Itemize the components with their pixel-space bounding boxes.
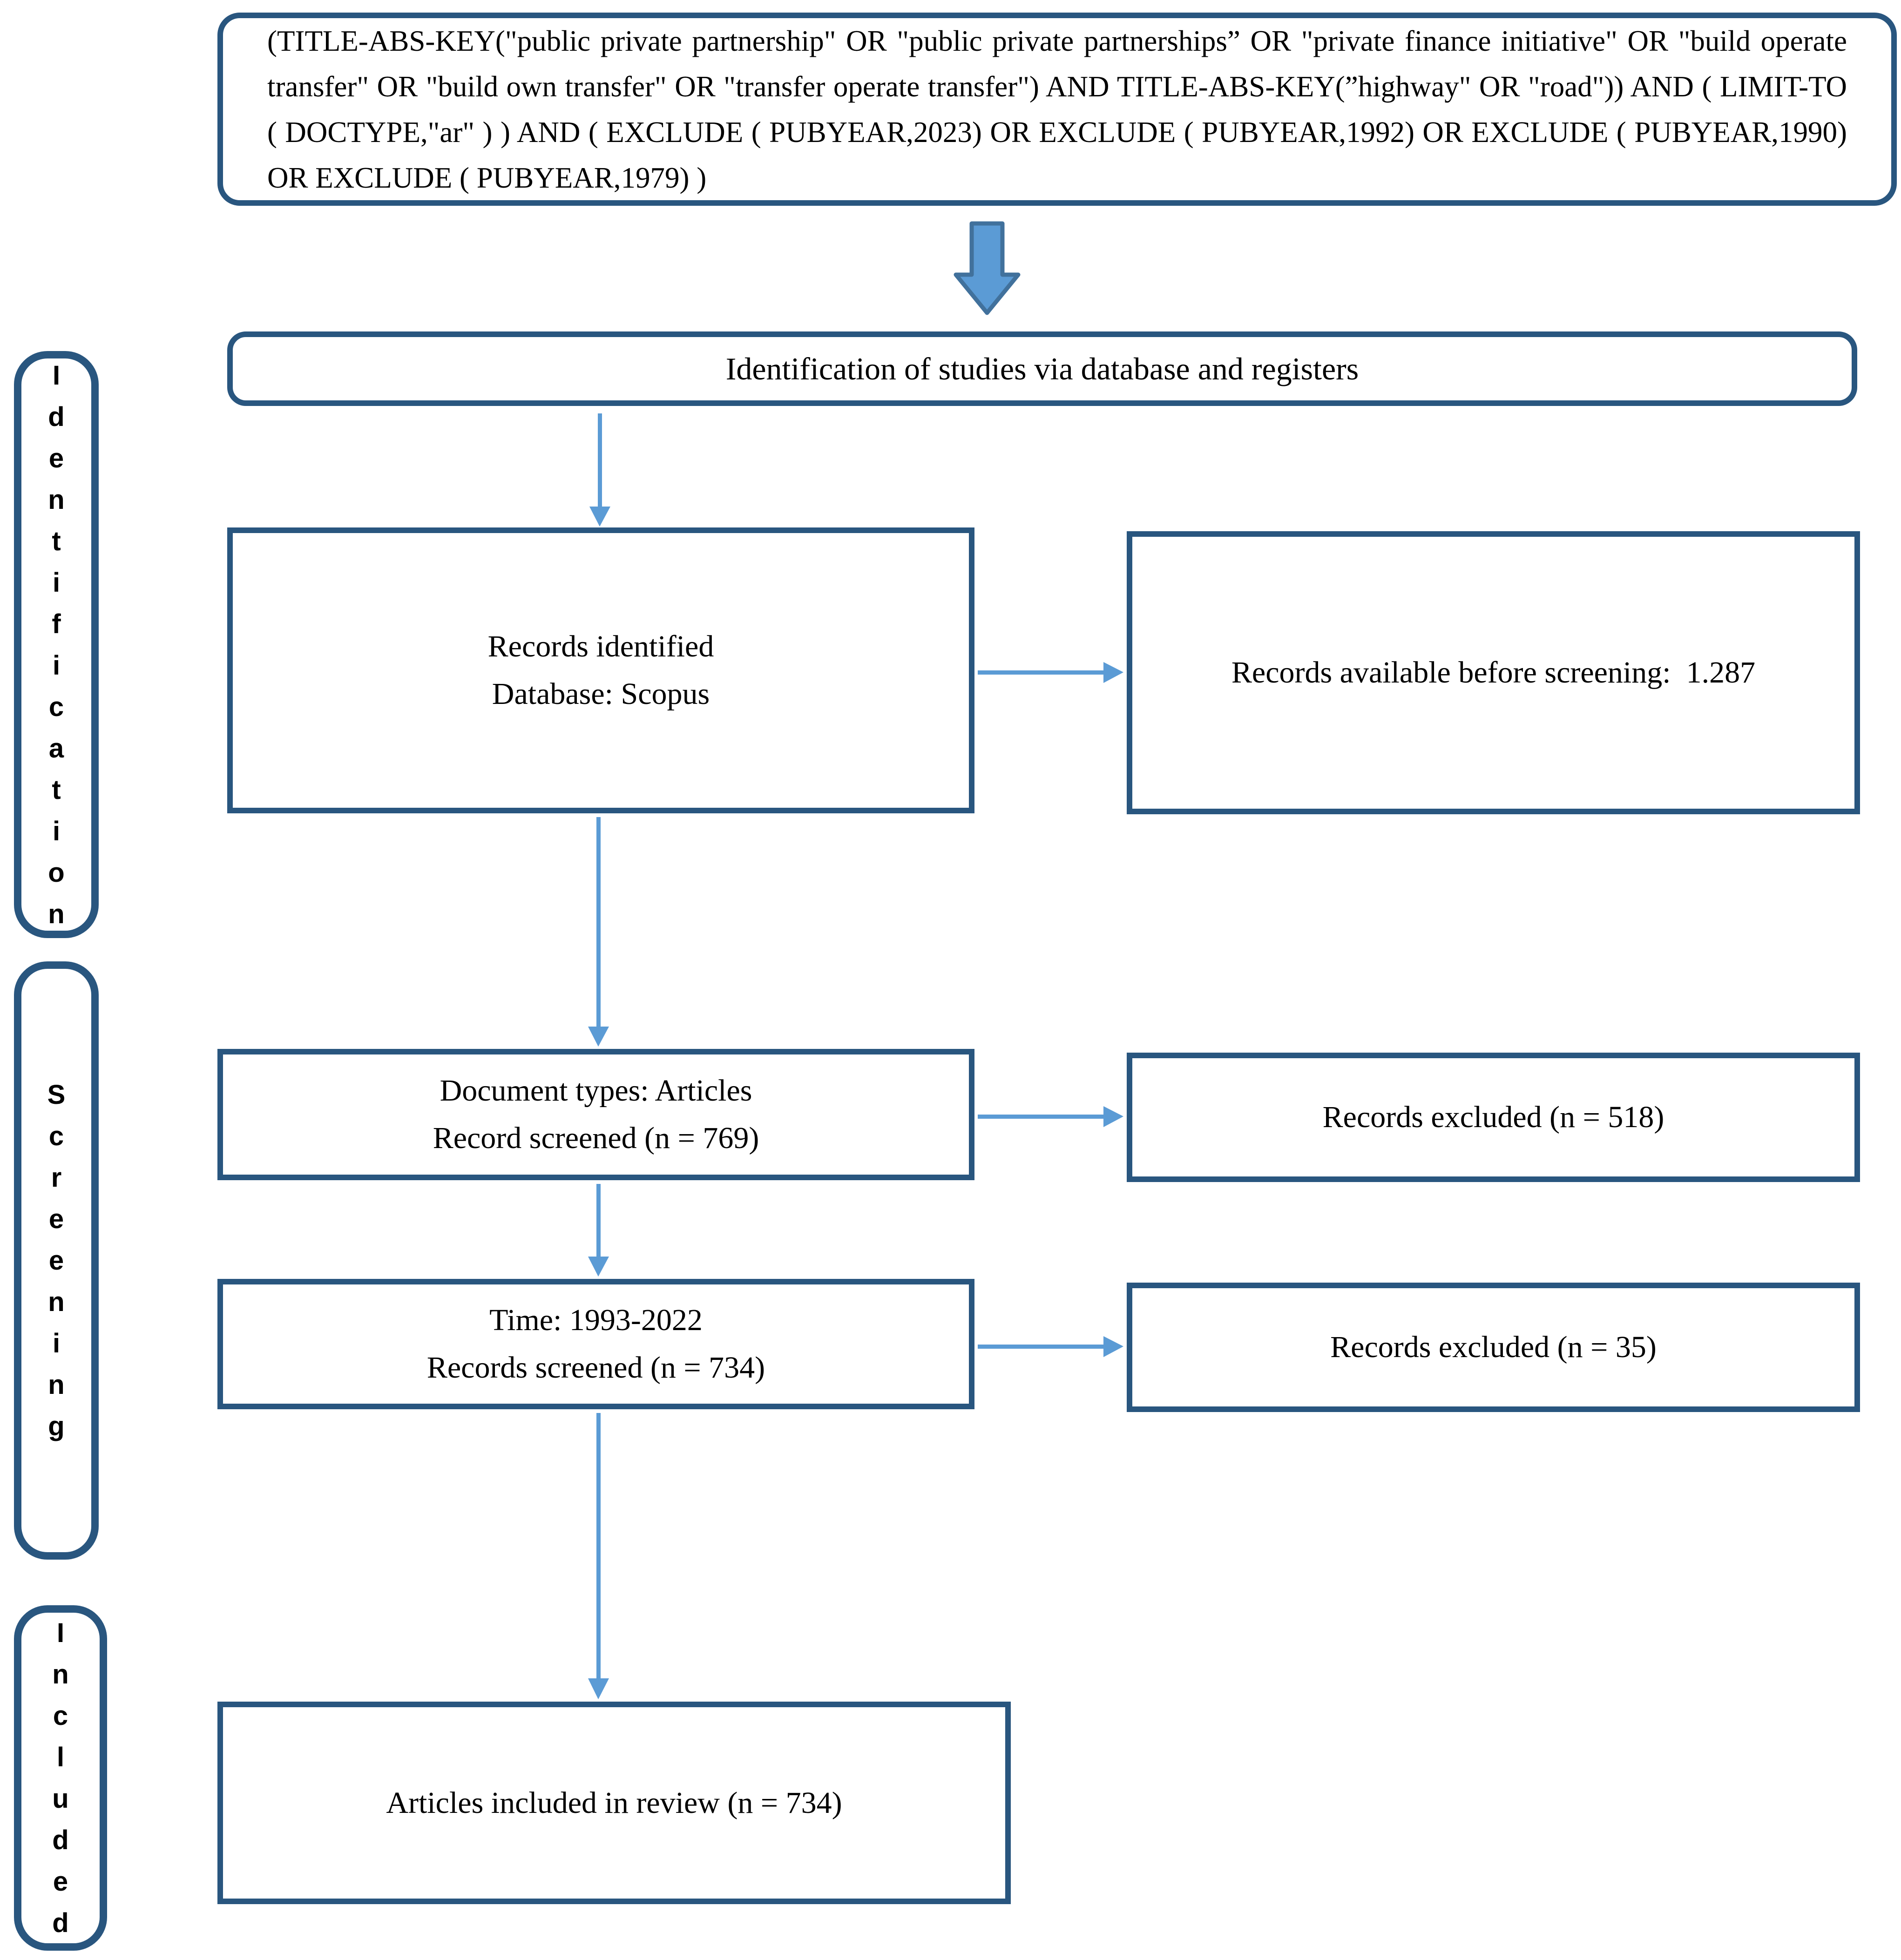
time-range-box: Time: 1993-2022 Records screened (n = 73… [217, 1279, 974, 1409]
stage-label-text: I d e n t i f i c a t i o n [48, 360, 65, 929]
box-line: Document types: Articles [440, 1074, 752, 1108]
stage-label-identification: I d e n t i f i c a t i o n [14, 351, 99, 938]
box-line: Records available before screening: 1.28… [1231, 656, 1756, 689]
box-line: Articles included in review (n = 734) [386, 1785, 842, 1820]
arrow-time-to-included-icon [588, 1413, 609, 1699]
arrow-header-to-records-icon [589, 413, 610, 527]
records-identified-box: Records identified Database: Scopus [227, 527, 974, 813]
box-line: Record screened (n = 769) [433, 1121, 759, 1155]
records-excluded-518-box: Records excluded (n = 518) [1127, 1053, 1860, 1182]
header-title: Identification of studies via database a… [725, 351, 1359, 386]
records-excluded-35-box: Records excluded (n = 35) [1127, 1283, 1860, 1412]
block-arrow-down-icon [954, 221, 1021, 315]
box-line: Time: 1993-2022 [489, 1303, 703, 1337]
arrow-records-to-doctypes-icon [588, 817, 609, 1047]
stage-label-included: I n c l u d e d [14, 1605, 107, 1951]
stage-label-text: I n c l u d e d [52, 1618, 69, 1938]
arrow-records-to-available-icon [978, 662, 1123, 683]
document-types-box: Document types: Articles Record screened… [217, 1049, 974, 1180]
arrow-doctypes-to-time-icon [588, 1184, 609, 1277]
arrow-doctypes-to-excluded-icon [978, 1106, 1123, 1127]
header-box: Identification of studies via database a… [227, 331, 1857, 406]
arrow-time-to-excluded-icon [978, 1336, 1123, 1357]
articles-included-box: Articles included in review (n = 734) [217, 1702, 1011, 1904]
box-line: Records excluded (n = 35) [1330, 1330, 1657, 1364]
box-line: Records excluded (n = 518) [1322, 1100, 1664, 1134]
box-line: Database: Scopus [492, 677, 710, 711]
available-before-screening-box: Records available before screening: 1.28… [1127, 531, 1860, 814]
query-box: (TITLE-ABS-KEY("public private partnersh… [217, 13, 1897, 206]
box-line: Records screened (n = 734) [426, 1351, 765, 1385]
query-text: (TITLE-ABS-KEY("public private partnersh… [267, 24, 1847, 194]
stage-label-screening: S c r e e n i n g [14, 961, 99, 1560]
stage-label-text: S c r e e n i n g [47, 1080, 66, 1441]
box-line: Records identified [487, 629, 714, 663]
